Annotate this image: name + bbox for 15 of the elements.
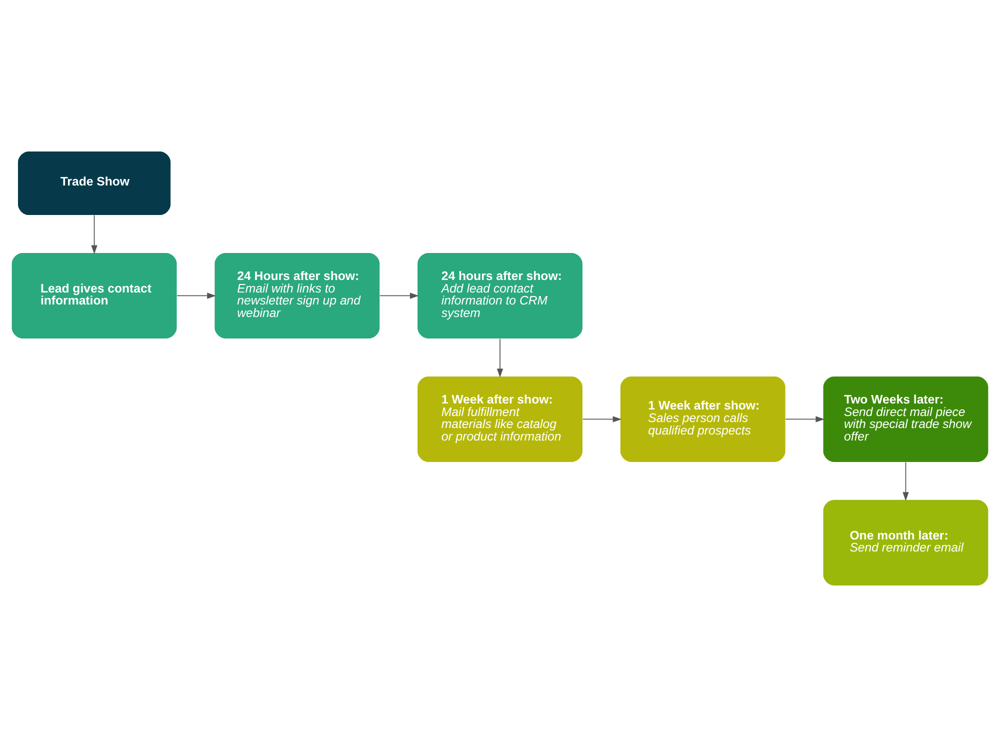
node-box: Trade Show (18, 152, 171, 216)
arrow (785, 416, 825, 422)
node-box: 24 Hours after show: Email with links to newsletter sign up and webinar (214, 252, 380, 338)
node-box: 1 Week after show: Mail fulfillment materials like catalog or product information (418, 376, 582, 462)
arrow (91, 214, 98, 254)
node-box: One month later: Send reminder email (823, 500, 988, 586)
node-box: Two Weeks later: Send direct mail piece with special trade show offer (823, 376, 988, 462)
arrow (902, 462, 909, 501)
arrow (176, 292, 216, 299)
arrow (582, 416, 622, 422)
arrow (380, 292, 419, 299)
node-box: 24 hours after show: Add lead contact information to CRM system (418, 252, 582, 338)
node-box: 1 Week after show: Sales person calls qualified prospects (620, 376, 786, 462)
node-box: Lead gives contact information (12, 252, 177, 338)
arrow (496, 338, 504, 378)
